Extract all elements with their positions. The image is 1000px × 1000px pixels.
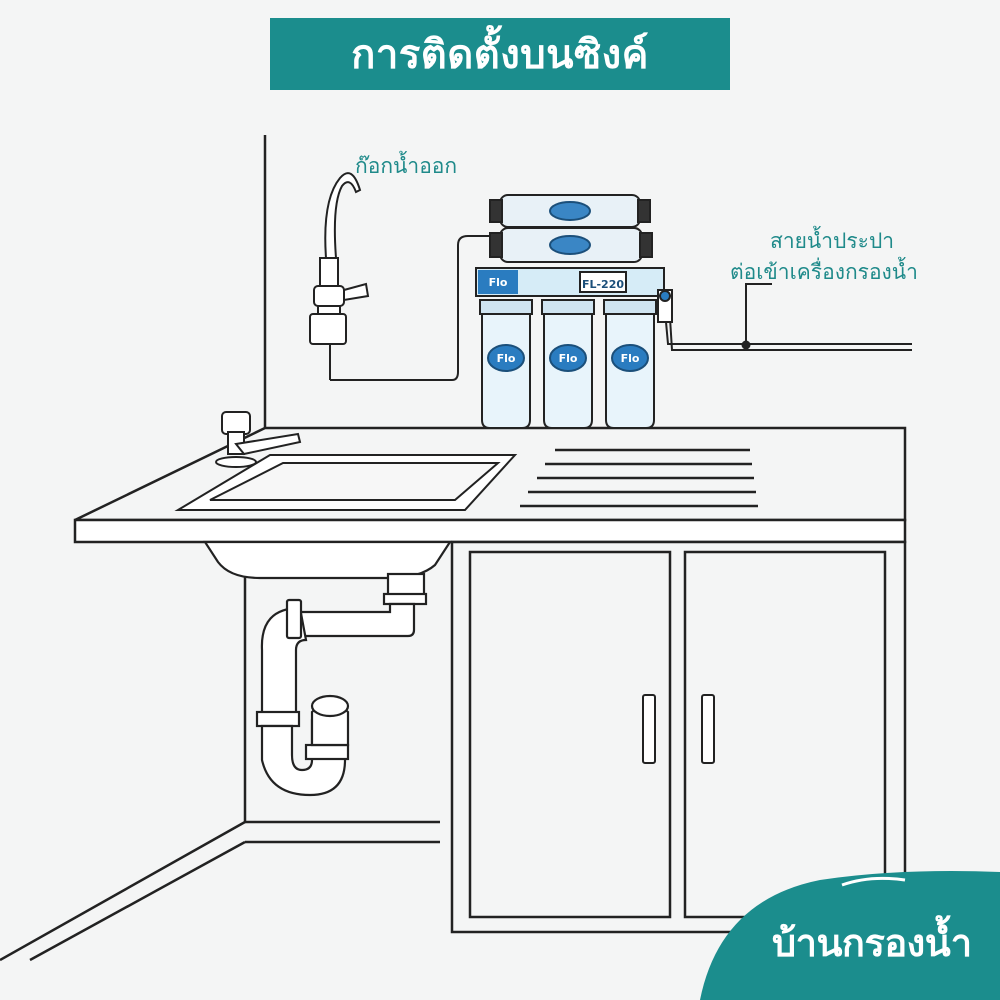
basin-underside xyxy=(202,540,453,580)
sink-tap xyxy=(215,411,302,468)
water-filter-unit xyxy=(475,194,673,429)
supply-line-label: สายน้ำประปา xyxy=(770,229,895,253)
sink-basin xyxy=(174,454,518,511)
supply-connect-label: ต่อเข้าเครื่องกรองน้ำ xyxy=(730,260,918,284)
tubing xyxy=(330,235,912,381)
filter-faucet xyxy=(309,172,370,380)
wall xyxy=(263,135,267,428)
page-title: การติดตั้งบนซิงค์ xyxy=(351,32,649,78)
filter-brand-text-3: Flo xyxy=(621,352,640,365)
p-trap xyxy=(255,572,428,797)
brand-logo-badge xyxy=(700,871,1000,1000)
filter-brand-text-1: Flo xyxy=(497,352,516,365)
drain-grooves xyxy=(520,448,758,508)
cabinet-frame xyxy=(0,540,907,962)
filter-brand-text-4: Flo xyxy=(489,276,508,289)
filter-model-text: FL-220 xyxy=(582,278,624,291)
countertop xyxy=(73,426,907,544)
title-banner: การติดตั้งบนซิงค์ xyxy=(270,18,730,90)
faucet-label: ก๊อกน้ำออก xyxy=(355,154,458,178)
cabinet-handles xyxy=(642,694,715,764)
supply-pointer xyxy=(741,283,772,350)
brand-logo: บ้านกรองน้ำ xyxy=(772,921,972,965)
filter-brand-text-2: Flo xyxy=(559,352,578,365)
